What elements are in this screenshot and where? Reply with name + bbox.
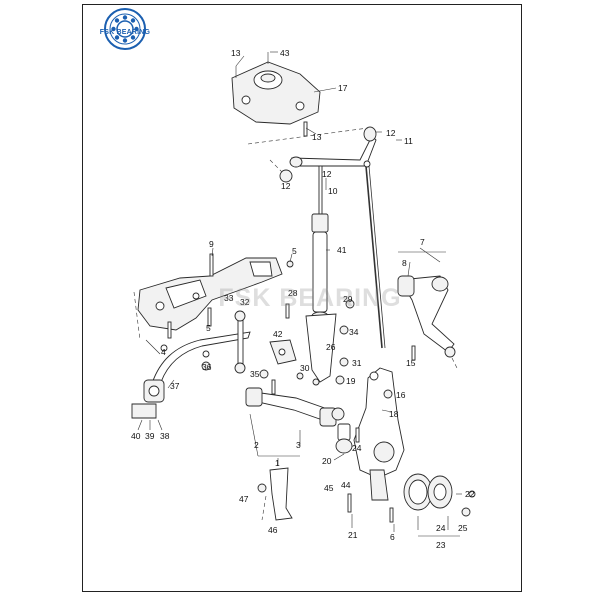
callout-label: 39 — [145, 431, 155, 441]
callout-label: 29 — [343, 294, 353, 304]
callout-label: 12 — [386, 128, 396, 138]
callout-label: 5 — [206, 323, 211, 333]
stabilizer-link-rod — [363, 160, 386, 349]
bracket-plate — [261, 467, 293, 521]
leader-lines — [137, 51, 462, 537]
callout-label: 42 — [273, 329, 283, 339]
callout-label: 41 — [337, 245, 347, 255]
callout-label: 38 — [160, 431, 170, 441]
bolts — [167, 121, 416, 523]
stabilizer-bar — [131, 331, 251, 419]
logo-text: FSK BEARING — [99, 29, 151, 36]
coupling-link — [234, 310, 246, 374]
upper-control-arm — [247, 126, 377, 183]
callout-label: 12 — [322, 169, 332, 179]
lower-control-arm — [245, 387, 345, 427]
subframe — [133, 257, 283, 341]
callout-label: 5 — [292, 246, 297, 256]
callout-label: 16 — [396, 390, 406, 400]
callout-label: 43 — [280, 48, 290, 58]
callout-label: 19 — [346, 376, 356, 386]
ball-joint — [335, 423, 353, 454]
callout-label: 25 — [458, 523, 468, 533]
callout-label: 35 — [250, 369, 260, 379]
nuts — [201, 260, 393, 493]
callout-label: 9 — [209, 239, 214, 249]
callout-label: 33 — [224, 293, 234, 303]
callout-label: 17 — [338, 83, 348, 93]
callout-label: 37 — [170, 381, 180, 391]
bearing-logo-icon — [104, 8, 146, 50]
diagram-frame — [82, 4, 522, 592]
callout-label: 15 — [406, 358, 416, 368]
callout-label: 36 — [202, 362, 212, 372]
callout-label: 13 — [312, 132, 322, 142]
callout-label: 6 — [390, 532, 395, 542]
callout-label: 44 — [341, 480, 351, 490]
callout-label: 47 — [239, 494, 249, 504]
callout-label: 46 — [268, 525, 278, 535]
callout-label: 2 — [254, 440, 259, 450]
callout-label: 10 — [328, 186, 338, 196]
callout-label: 1 — [275, 458, 280, 468]
callout-label: 31 — [352, 358, 362, 368]
callout-label: 8 — [402, 258, 407, 268]
callout-label: 4 — [161, 347, 166, 357]
callout-label: 7 — [420, 237, 425, 247]
shock-absorber — [311, 165, 329, 321]
callout-label: 32 — [240, 297, 250, 307]
callout-label: 18 — [389, 409, 399, 419]
callout-label: 11 — [404, 136, 413, 146]
wishbone-arm — [397, 275, 459, 371]
callout-label: 13 — [231, 48, 241, 58]
callout-label: 24 — [352, 443, 362, 453]
steering-knuckle — [353, 367, 405, 501]
callout-label: 22 — [465, 489, 475, 499]
callout-label: 34 — [349, 327, 359, 337]
callout-label: 3 — [296, 440, 301, 450]
strut-mount — [231, 52, 321, 125]
callout-label: 12 — [281, 181, 291, 191]
wheel-hub — [403, 473, 476, 517]
callout-label: 26 — [326, 342, 336, 352]
callout-labels: 13 43 17 12 11 13 12 12 10 7 41 9 8 5 28… — [131, 48, 475, 550]
callout-label: 20 — [322, 456, 332, 466]
callout-label: 40 — [131, 431, 141, 441]
callout-label: 24 — [436, 523, 446, 533]
brand-logo: FSK BEARING — [94, 7, 156, 51]
callout-label: 45 — [324, 483, 334, 493]
callout-label: 30 — [300, 363, 310, 373]
callout-label: 23 — [436, 540, 446, 550]
callout-label: 21 — [348, 530, 358, 540]
callout-label: 28 — [288, 288, 298, 298]
strut-fork — [269, 313, 337, 383]
